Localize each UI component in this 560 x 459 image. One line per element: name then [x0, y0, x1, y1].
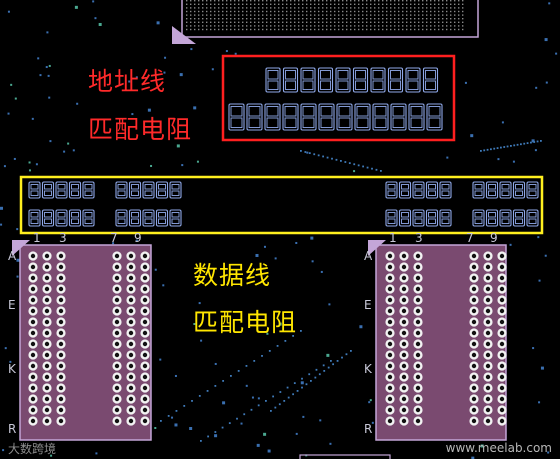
right-chip-row-e-label: E: [364, 298, 372, 312]
right-chip-col-1-label: 1: [389, 231, 397, 245]
memory-chip-right: [368, 240, 507, 441]
data-label-line1: 数据线: [193, 261, 272, 290]
data-highlight-box: [19, 175, 544, 235]
left-chip-col-3-label: 3: [59, 231, 67, 245]
left-chip-row-e-label: E: [8, 298, 16, 312]
left-chip-col-1-label: 1: [33, 231, 41, 245]
right-chip-row-a-label: A: [364, 249, 373, 263]
right-chip-row-k-label: K: [364, 362, 372, 376]
address-label-line2: 匹配电阻: [88, 115, 193, 144]
right-chip-col-3-label: 3: [415, 231, 423, 245]
memory-chip-left: [12, 240, 152, 441]
watermark-right: www.meelab.com: [445, 441, 552, 455]
trace-segments: [160, 140, 542, 442]
right-chip-row-r-label: R: [364, 422, 373, 436]
data-resistor-array: [19, 175, 544, 235]
right-chip-col-9-label: 9: [490, 231, 498, 245]
bottom-component-outline: [299, 454, 391, 459]
right-chip-col-7-label: 7: [466, 231, 474, 245]
left-chip-row-r-label: R: [8, 422, 17, 436]
top-connector: [172, 0, 479, 44]
address-highlight-box: [221, 54, 456, 142]
left-chip-col-7-label: 7: [110, 231, 118, 245]
left-chip-col-9-label: 9: [134, 231, 142, 245]
data-label-line2: 匹配电阻: [193, 308, 298, 337]
address-label-line1: 地址线: [88, 67, 167, 96]
watermark-left: 大数跨境: [8, 442, 57, 456]
left-chip-row-a-label: A: [8, 249, 17, 263]
left-chip-row-k-label: K: [8, 362, 16, 376]
address-resistor-array: [221, 54, 456, 142]
